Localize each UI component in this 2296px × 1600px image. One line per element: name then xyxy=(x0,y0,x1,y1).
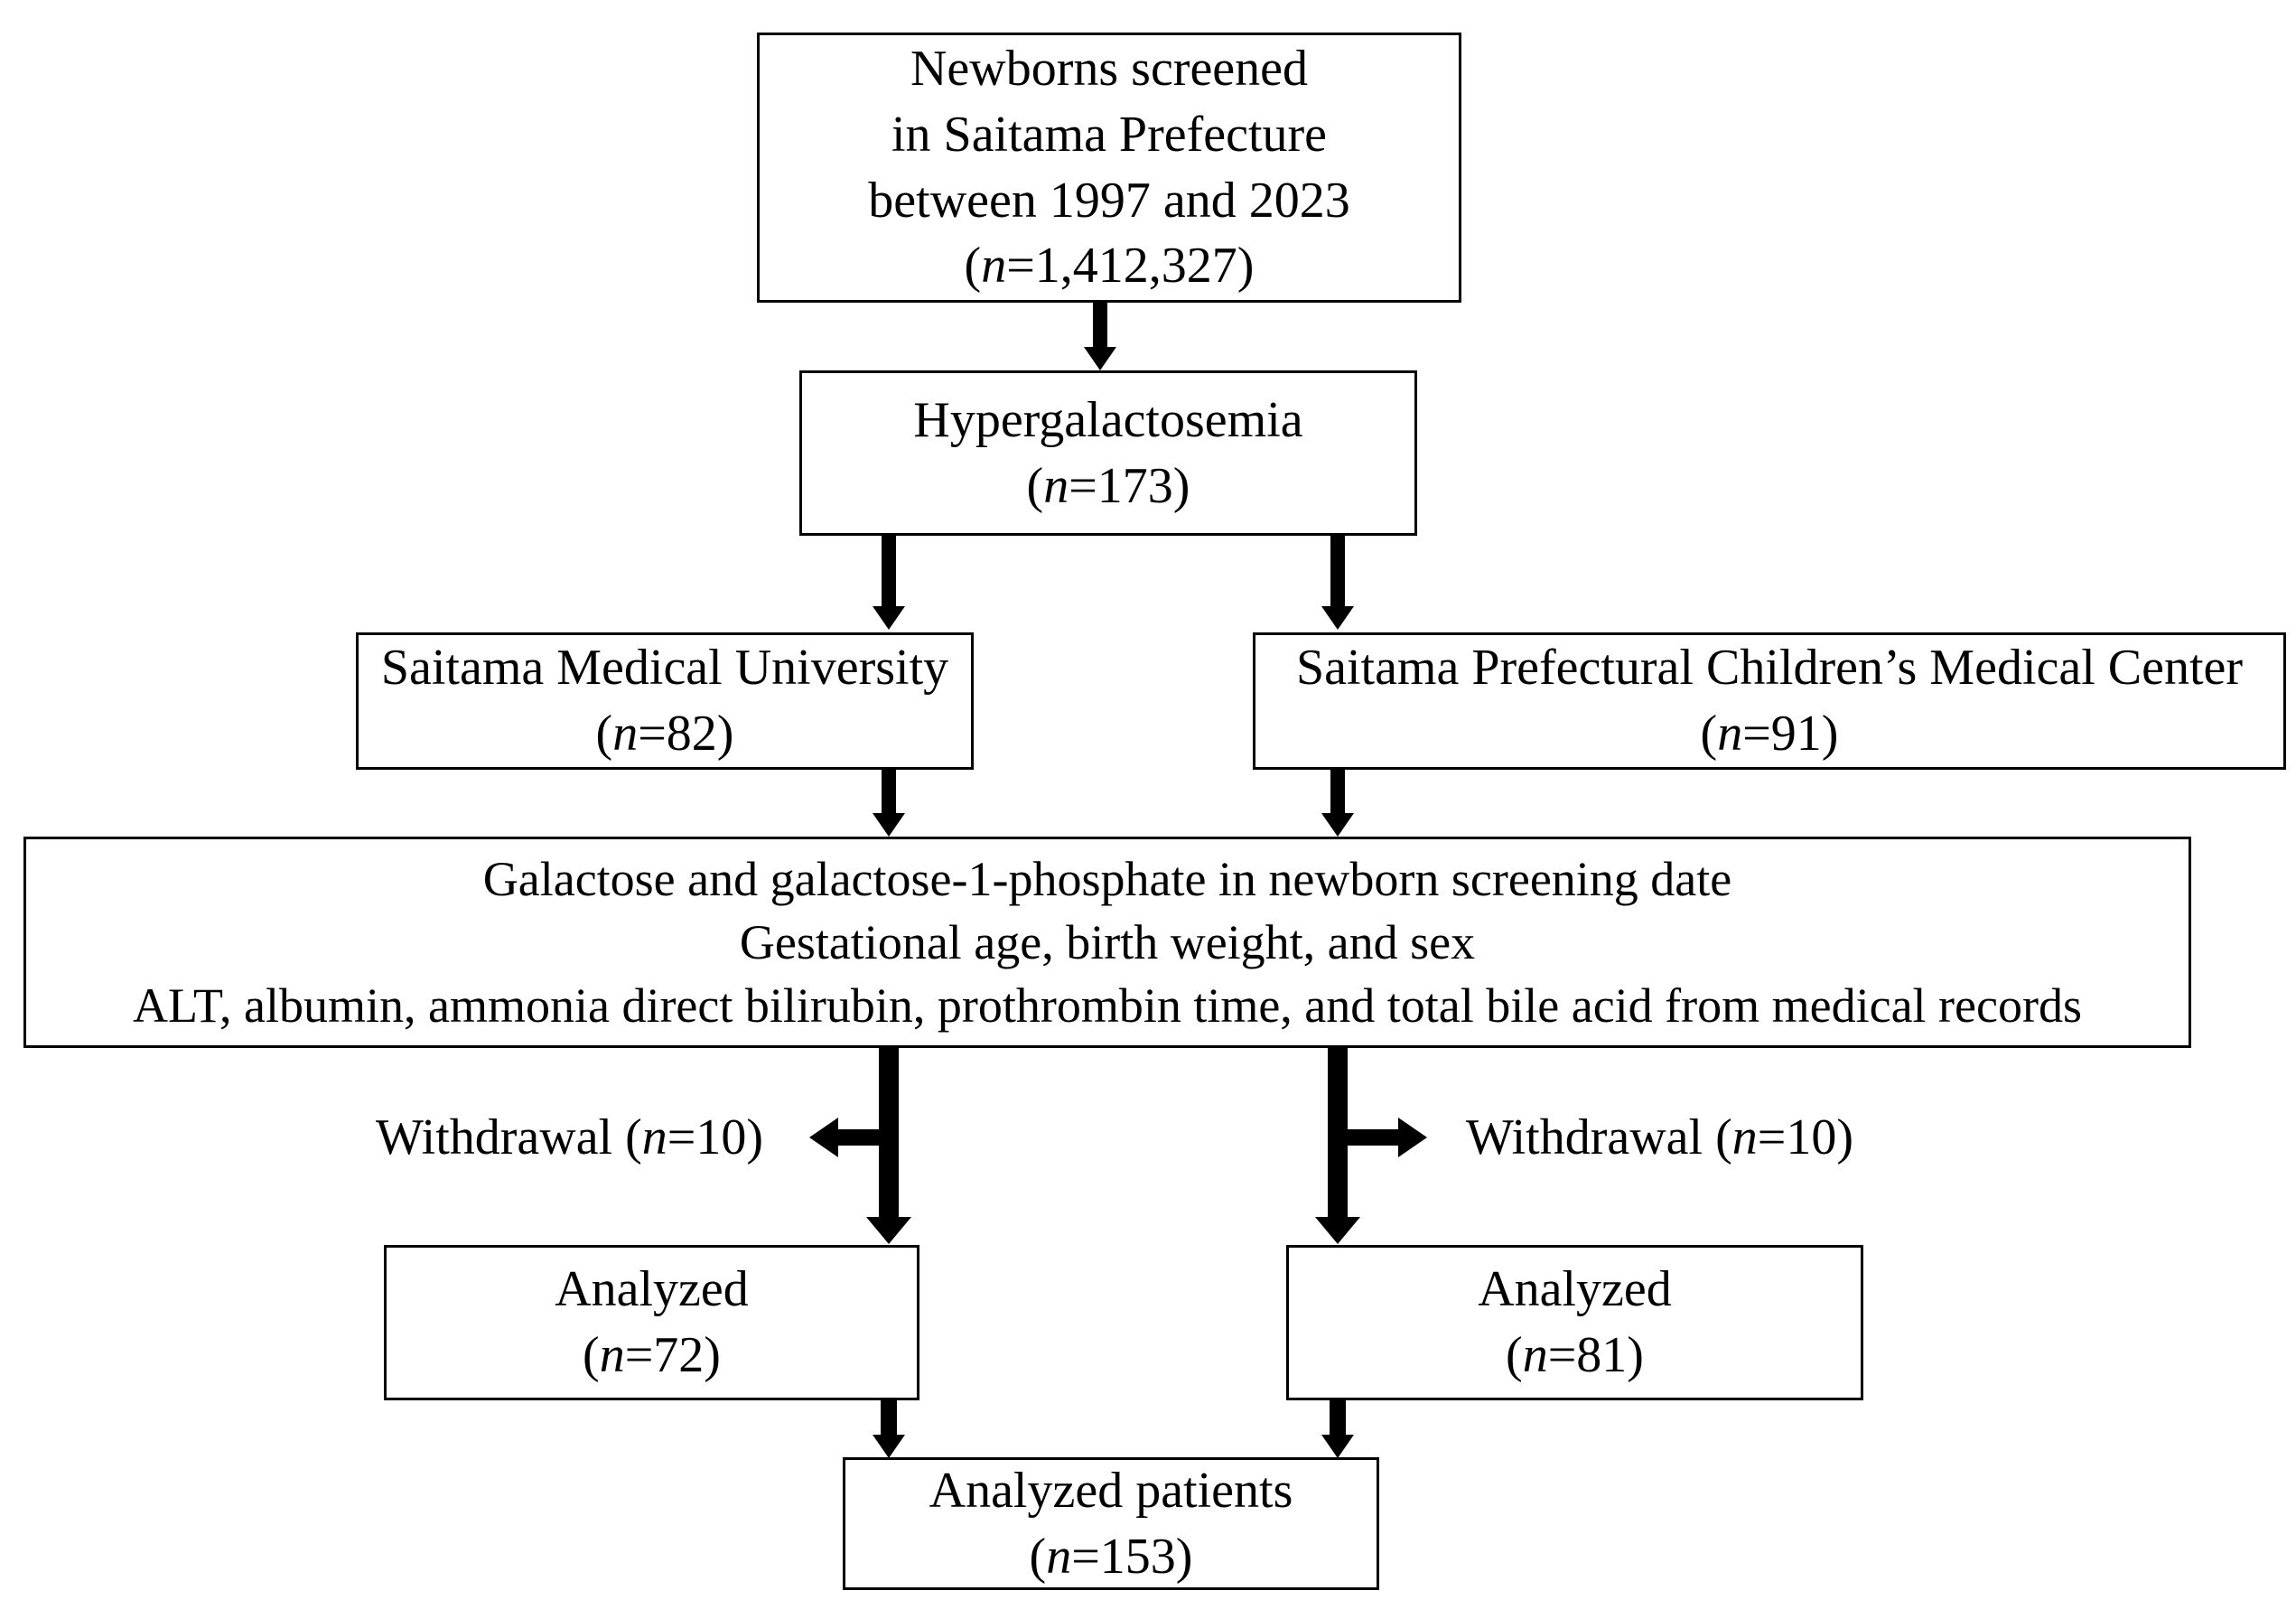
branch-shaft xyxy=(1338,1129,1398,1146)
n-symbol: n xyxy=(981,238,1007,295)
paren-open: ( xyxy=(1700,706,1718,762)
paren-open: ( xyxy=(1506,1327,1523,1383)
paren-open: ( xyxy=(1026,457,1044,514)
box-newborns-screened: Newborns screened in Saitama Prefecture … xyxy=(757,33,1461,303)
n-symbol: n xyxy=(612,706,639,762)
withdrawal-text: Withdrawal xyxy=(376,1109,626,1165)
paren-open: ( xyxy=(583,1327,600,1383)
arrowhead-left-icon xyxy=(809,1118,838,1157)
box-line: in Saitama Prefecture xyxy=(891,106,1327,163)
box-line: Analyzed xyxy=(1478,1261,1672,1318)
n-symbol: n xyxy=(641,1109,667,1165)
count-value: =72) xyxy=(624,1327,721,1383)
count-value: =91) xyxy=(1742,706,1839,762)
arrow-shaft xyxy=(1330,534,1345,608)
count-value: =81) xyxy=(1547,1327,1644,1383)
box-analyzed-smu: Analyzed (n=72) xyxy=(384,1245,919,1400)
count-line: (n=173) xyxy=(1027,454,1190,519)
box-line: Analyzed xyxy=(555,1261,749,1318)
paren-open: ( xyxy=(625,1109,642,1165)
count-line: (n=72) xyxy=(583,1323,721,1389)
box-line: ALT, albumin, ammonia direct bilirubin, … xyxy=(133,978,2082,1034)
box-line: Analyzed patients xyxy=(929,1462,1293,1519)
box-saitama-childrens-medical-center: Saitama Prefectural Children’s Medical C… xyxy=(1253,632,2286,770)
count-value: =1,412,327) xyxy=(1006,238,1255,295)
arrowhead-down-icon xyxy=(1321,813,1354,837)
arrowhead-down-icon xyxy=(873,606,905,630)
box-line: Hypergalactosemia xyxy=(913,391,1303,448)
arrow-shaft xyxy=(882,768,896,815)
arrow-shaft xyxy=(881,1400,897,1436)
count-line: (n=81) xyxy=(1506,1323,1644,1389)
box-line: between 1997 and 2023 xyxy=(868,172,1350,229)
arrowhead-down-icon xyxy=(873,1435,905,1458)
n-symbol: n xyxy=(1522,1327,1548,1383)
paren-open: ( xyxy=(595,706,613,762)
box-line: Saitama Prefectural Children’s Medical C… xyxy=(1295,640,2244,697)
arrow-shaft xyxy=(1330,1400,1346,1436)
box-line: Saitama Medical University xyxy=(380,640,949,697)
box-analyzed-spcmc: Analyzed (n=81) xyxy=(1286,1245,1863,1400)
n-symbol: n xyxy=(1043,457,1069,514)
box-hypergalactosemia: Hypergalactosemia (n=173) xyxy=(799,370,1417,536)
arrowhead-down-icon xyxy=(1321,1435,1354,1458)
arrowhead-down-icon xyxy=(1084,347,1116,370)
count-line: (n=91) xyxy=(1701,701,1839,767)
arrow-shaft xyxy=(879,1046,899,1218)
withdrawal-right-label: Withdrawal (n=10) xyxy=(1466,1105,1853,1171)
box-line: Gestational age, birth weight, and sex xyxy=(739,914,1476,969)
count-value: =173) xyxy=(1069,457,1190,514)
box-collected-data: Galactose and galactose-1-phosphate in n… xyxy=(23,837,2191,1048)
n-symbol: n xyxy=(599,1327,625,1383)
box-line: Newborns screened xyxy=(910,40,1309,97)
n-symbol: n xyxy=(1717,706,1743,762)
n-symbol: n xyxy=(1731,1109,1758,1165)
arrow-shaft xyxy=(882,534,896,608)
count-line: (n=153) xyxy=(1030,1524,1193,1590)
count-value: =153) xyxy=(1071,1528,1193,1585)
withdrawal-left-label: Withdrawal (n=10) xyxy=(376,1105,763,1171)
branch-shaft xyxy=(838,1129,889,1146)
paren-open: ( xyxy=(964,238,982,295)
count-value: =10) xyxy=(1757,1109,1853,1165)
arrow-shaft xyxy=(1330,768,1345,815)
n-symbol: n xyxy=(1046,1528,1072,1585)
count-value: =82) xyxy=(638,706,734,762)
arrowhead-right-icon xyxy=(1398,1118,1427,1157)
withdrawal-text: Withdrawal xyxy=(1466,1109,1716,1165)
paren-open: ( xyxy=(1715,1109,1732,1165)
paren-open: ( xyxy=(1029,1528,1047,1585)
box-saitama-medical-university: Saitama Medical University (n=82) xyxy=(356,632,974,770)
arrowhead-down-icon xyxy=(1321,606,1354,630)
count-line: (n=82) xyxy=(596,701,734,767)
box-line: Galactose and galactose-1-phosphate in n… xyxy=(482,851,1732,906)
arrowhead-down-icon xyxy=(1315,1217,1360,1244)
arrowhead-down-icon xyxy=(873,813,905,837)
arrow-shaft xyxy=(1093,301,1107,349)
count-value: =10) xyxy=(667,1109,763,1165)
box-analyzed-patients-total: Analyzed patients (n=153) xyxy=(843,1457,1379,1590)
arrowhead-down-icon xyxy=(866,1217,911,1244)
count-line: (n=1,412,327) xyxy=(965,233,1255,299)
